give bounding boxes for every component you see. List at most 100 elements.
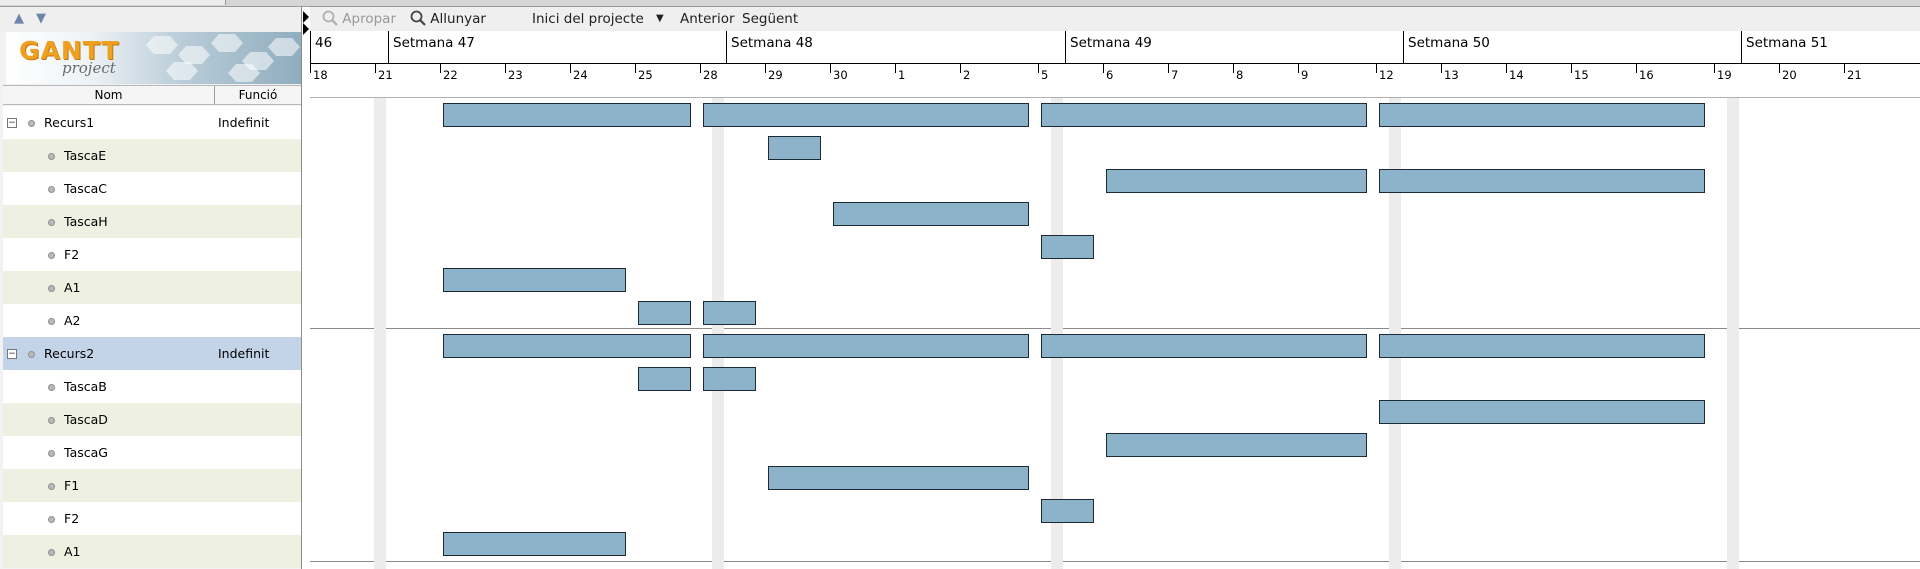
day-label: 14: [1509, 68, 1524, 82]
load-bar[interactable]: [443, 334, 691, 358]
load-bar[interactable]: [638, 301, 691, 325]
week-label: Setmana 50: [1408, 35, 1490, 51]
window-tab[interactable]: [110, 0, 226, 5]
zoom-in-icon: [322, 10, 338, 26]
task-row[interactable]: TascaE: [3, 139, 301, 172]
day-label: 1: [898, 68, 906, 82]
load-bar[interactable]: [1379, 400, 1705, 424]
zoom-in-button[interactable]: Apropar: [322, 7, 396, 31]
week-label: Setmana 48: [731, 35, 813, 51]
day-tick: [960, 64, 961, 73]
row-name: A1: [64, 544, 81, 559]
task-row[interactable]: F2: [3, 238, 301, 271]
week-tick: [1741, 31, 1742, 63]
row-name: TascaB: [64, 379, 107, 394]
load-bar[interactable]: [1041, 334, 1367, 358]
load-bar[interactable]: [443, 103, 691, 127]
column-header-funcio[interactable]: Funció: [238, 88, 278, 102]
load-bar[interactable]: [1379, 169, 1705, 193]
task-bullet-icon: [48, 384, 55, 391]
task-row[interactable]: TascaD: [3, 403, 301, 436]
task-bullet-icon: [48, 549, 55, 556]
load-bar[interactable]: [1106, 433, 1367, 457]
row-role: Indefinit: [218, 346, 270, 361]
load-bar[interactable]: [1379, 334, 1705, 358]
chevron-down-icon[interactable]: ▼: [656, 13, 664, 24]
day-label: 30: [833, 68, 848, 82]
task-row[interactable]: F2: [3, 502, 301, 535]
row-name: TascaH: [64, 214, 108, 229]
week-tick: [1065, 31, 1066, 63]
window-tab[interactable]: [0, 0, 111, 5]
load-bar[interactable]: [1379, 103, 1705, 127]
load-bar[interactable]: [1041, 235, 1094, 259]
load-bar[interactable]: [703, 367, 756, 391]
task-bullet-icon: [48, 450, 55, 457]
week-label: Setmana 47: [393, 35, 475, 51]
task-row[interactable]: A1: [3, 271, 301, 304]
day-tick: [1714, 64, 1715, 73]
chart-row: [310, 132, 1920, 165]
chart-row: [310, 363, 1920, 396]
project-start-button[interactable]: Inici del projecte: [532, 11, 644, 27]
day-tick: [1376, 64, 1377, 73]
day-label: 29: [768, 68, 783, 82]
row-name: TascaC: [64, 181, 107, 196]
task-row[interactable]: TascaC: [3, 172, 301, 205]
chart-row: [310, 231, 1920, 264]
logo-gantt-text: GANTT: [19, 36, 120, 65]
arrow-up-icon[interactable]: ▲: [14, 11, 24, 26]
load-bar[interactable]: [768, 466, 1029, 490]
splitter-handle-icon[interactable]: [303, 11, 309, 23]
day-label: 20: [1782, 68, 1797, 82]
resource-icon: [28, 351, 35, 358]
task-row[interactable]: TascaH: [3, 205, 301, 238]
chart-row: [310, 495, 1920, 528]
zoom-out-label: Allunyar: [430, 11, 486, 27]
task-row[interactable]: A2: [3, 304, 301, 337]
task-row[interactable]: A1: [3, 535, 301, 568]
row-name: F1: [64, 478, 80, 493]
splitter-handle-icon[interactable]: [303, 23, 309, 35]
column-header-nom[interactable]: Nom: [3, 86, 215, 104]
weekend-column: [1727, 97, 1739, 569]
day-label: 5: [1041, 68, 1049, 82]
task-row[interactable]: F1: [3, 469, 301, 502]
week-tick: [310, 31, 311, 63]
load-bar[interactable]: [1041, 103, 1367, 127]
load-bar[interactable]: [703, 301, 756, 325]
previous-button[interactable]: Anterior: [680, 11, 735, 27]
day-label: 15: [1574, 68, 1589, 82]
load-bar[interactable]: [1106, 169, 1367, 193]
load-bar[interactable]: [443, 268, 626, 292]
load-bar[interactable]: [1041, 499, 1094, 523]
task-bullet-icon: [48, 417, 55, 424]
day-label: 22: [443, 68, 458, 82]
day-tick: [440, 64, 441, 73]
collapse-toggle-icon[interactable]: −: [7, 349, 17, 359]
load-bar[interactable]: [768, 136, 821, 160]
collapse-toggle-icon[interactable]: −: [7, 118, 17, 128]
day-tick: [895, 64, 896, 73]
zoom-out-button[interactable]: Allunyar: [410, 7, 486, 31]
load-bar[interactable]: [703, 103, 1029, 127]
arrow-down-icon[interactable]: ▼: [36, 11, 46, 26]
row-name: Recurs1: [44, 115, 95, 130]
row-name: TascaE: [64, 148, 107, 163]
load-bar[interactable]: [833, 202, 1029, 226]
task-row[interactable]: TascaG: [3, 436, 301, 469]
next-button[interactable]: Següent: [742, 11, 799, 27]
task-row[interactable]: TascaB: [3, 370, 301, 403]
load-bar[interactable]: [638, 367, 691, 391]
load-bar[interactable]: [703, 334, 1029, 358]
day-label: 24: [573, 68, 588, 82]
load-bar[interactable]: [443, 532, 626, 556]
day-tick: [1779, 64, 1780, 73]
day-label: 2: [963, 68, 971, 82]
day-label: 9: [1301, 68, 1309, 82]
